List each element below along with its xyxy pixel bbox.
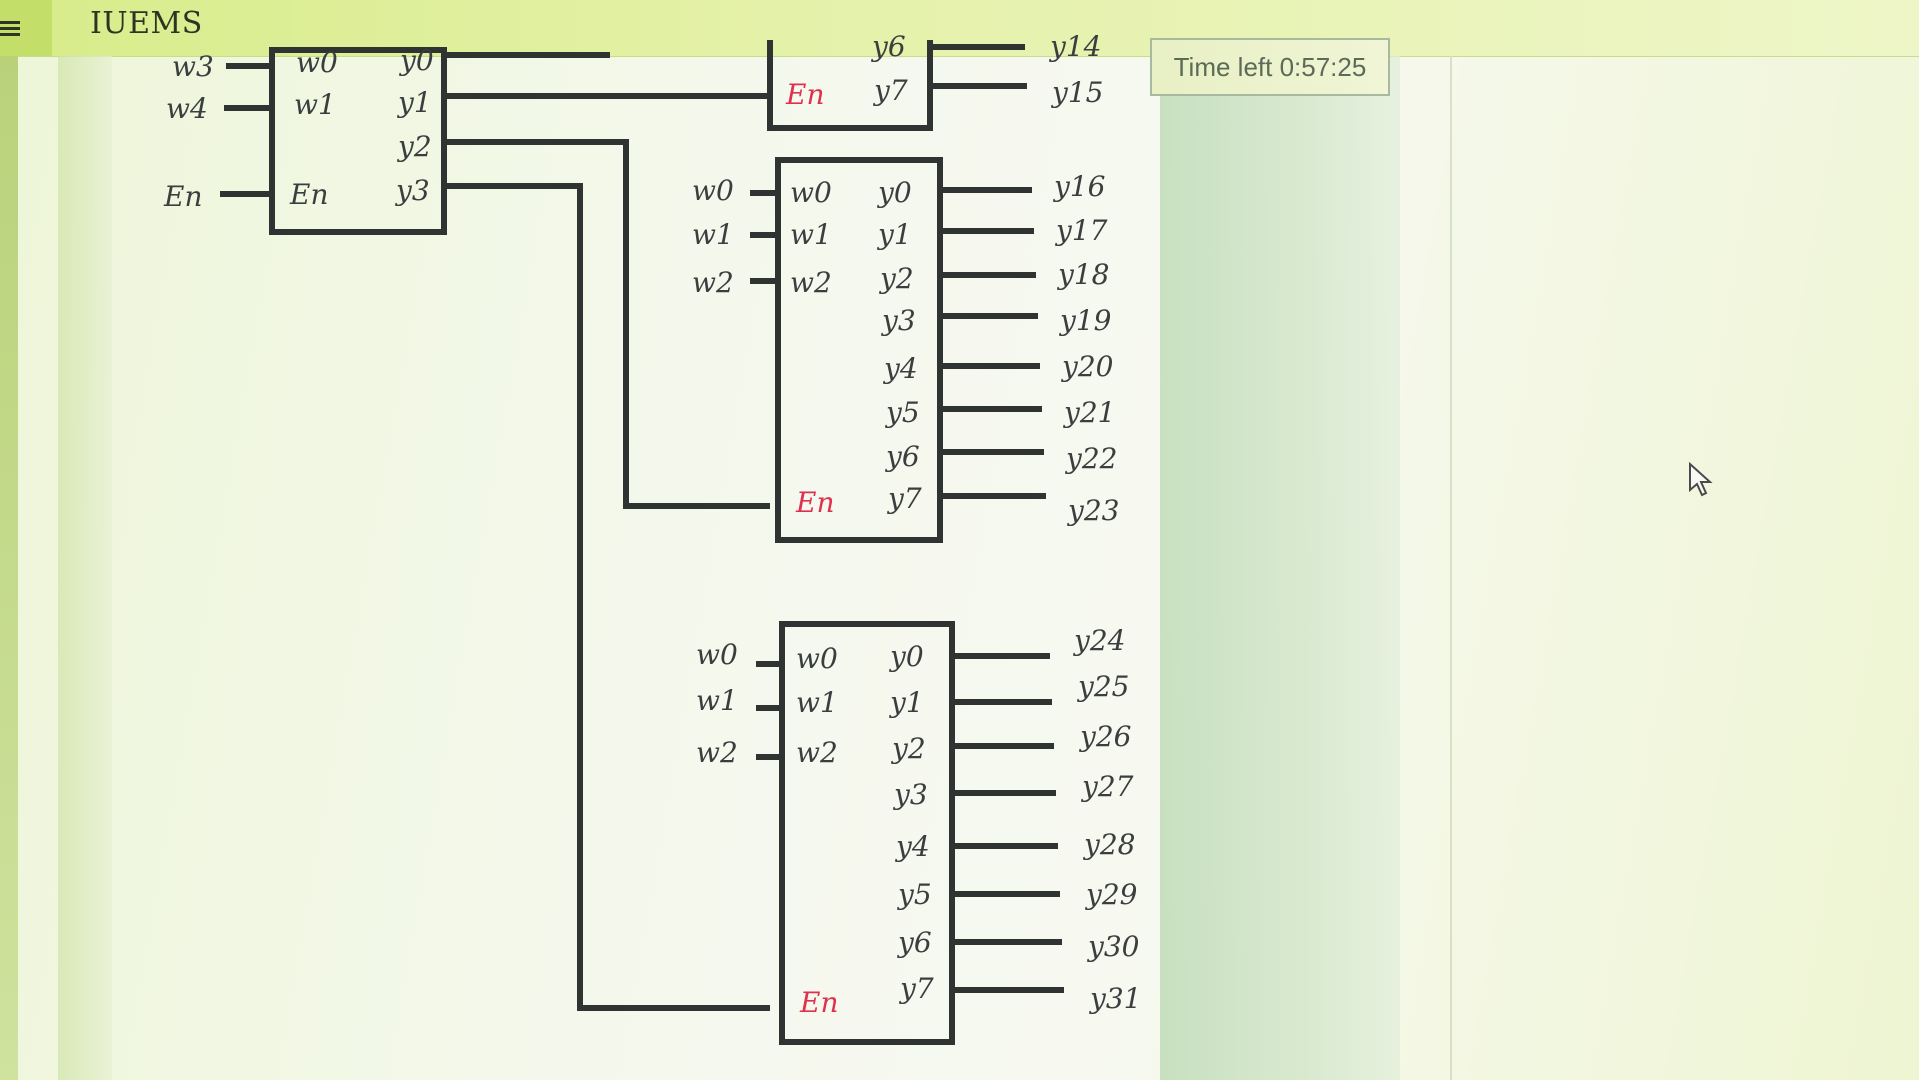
dec2-output-y5: y5	[884, 396, 920, 429]
dec3-label-y26: y26	[1078, 720, 1131, 753]
src-output-y3: y3	[394, 174, 430, 207]
dec3-outside-w0: w0	[696, 638, 738, 671]
dec3-inside-w0: w0	[796, 642, 838, 675]
dec3-outside-w1: w1	[696, 684, 738, 717]
dec2-inside-w1: w1	[790, 218, 832, 251]
dec3-output-y7: y7	[898, 972, 934, 1005]
right-panel	[1160, 56, 1400, 1080]
dec2-label-y20: y20	[1060, 350, 1113, 383]
dec2-output-y2: y2	[878, 262, 914, 295]
dec3-output-y3: y3	[892, 778, 928, 811]
dec2-inside-w0: w0	[790, 176, 832, 209]
dec2-outside-w2: w2	[692, 266, 734, 299]
dec3-label-y30: y30	[1086, 930, 1139, 963]
left-sidebar-strip	[0, 56, 18, 1080]
src-outside-input-w3: w3	[172, 50, 214, 83]
src-output-y0: y0	[398, 44, 434, 77]
dec3-inside-w2: w2	[796, 736, 838, 769]
dec1-output-y6: y6	[870, 30, 906, 63]
decoder-3-box	[779, 621, 955, 1045]
dec3-output-y2: y2	[890, 732, 926, 765]
time-left-indicator: Time left 0:57:25	[1150, 38, 1390, 96]
dec3-output-y1: y1	[888, 686, 924, 719]
src-inside-input-en: En	[289, 178, 328, 211]
dec3-outside-w2: w2	[696, 736, 738, 769]
mouse-cursor-icon	[1689, 462, 1713, 497]
dec1-output-y7: y7	[872, 74, 908, 107]
dec2-label-y22: y22	[1064, 442, 1117, 475]
dec3-label-y28: y28	[1082, 828, 1135, 861]
dec2-label-y19: y19	[1058, 304, 1111, 337]
dec3-output-y5: y5	[896, 878, 932, 911]
menu-button[interactable]	[0, 0, 52, 56]
dec2-label-y18: y18	[1056, 258, 1109, 291]
src-inside-input-w0: w0	[296, 46, 338, 79]
dec2-output-y7: y7	[886, 482, 922, 515]
dec3-label-y24: y24	[1072, 624, 1125, 657]
dec2-output-y1: y1	[876, 218, 912, 251]
dec2-label-y17: y17	[1054, 214, 1108, 247]
dec3-label-y27: y27	[1080, 770, 1134, 803]
src-output-y2: y2	[396, 130, 432, 163]
src-outside-input-w4: w4	[166, 92, 208, 125]
dec2-label-y23: y23	[1066, 494, 1119, 527]
dec3-output-y6: y6	[896, 926, 932, 959]
hamburger-icon	[0, 21, 20, 36]
dec3-enable: En	[799, 986, 838, 1019]
dec2-output-y3: y3	[880, 304, 916, 337]
dec1-label-y14: y14	[1048, 30, 1101, 63]
dec3-label-y29: y29	[1084, 878, 1137, 911]
src-output-y1: y1	[396, 86, 432, 119]
decoder-2-box	[775, 157, 943, 543]
dec2-outside-w0: w0	[692, 174, 734, 207]
src-outside-input-en: En	[163, 180, 202, 213]
dec2-inside-w2: w2	[790, 266, 832, 299]
dec1-enable: En	[785, 78, 824, 111]
dec2-label-y16: y16	[1052, 170, 1105, 203]
src-inside-input-w1: w1	[294, 88, 336, 121]
dec2-label-y21: y21	[1062, 396, 1115, 429]
dec1-label-y15: y15	[1050, 76, 1103, 109]
dec2-output-y4: y4	[882, 352, 918, 385]
dec3-label-y25: y25	[1076, 670, 1129, 703]
dec2-outside-w1: w1	[692, 218, 734, 251]
dec3-inside-w1: w1	[796, 686, 838, 719]
dec3-output-y0: y0	[888, 640, 924, 673]
dec2-enable: En	[795, 486, 834, 519]
dec2-output-y0: y0	[876, 176, 912, 209]
app-title: IUEMS	[90, 6, 203, 41]
dec2-output-y6: y6	[884, 440, 920, 473]
dec3-label-y31: y31	[1088, 982, 1141, 1015]
panel-divider	[1450, 56, 1452, 1080]
left-shade	[58, 56, 112, 1080]
dec3-output-y4: y4	[894, 830, 930, 863]
